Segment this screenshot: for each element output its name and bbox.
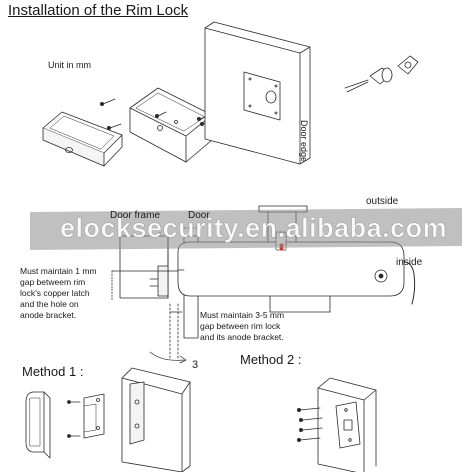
door-frame-label: Door frame (110, 210, 161, 221)
method2-frame-block (317, 377, 377, 472)
door-label: Door (188, 210, 210, 221)
inside-label: inside (396, 257, 423, 268)
copper-latch-gap-note: Must maintain 1 mm gap betweem rim lock'… (20, 266, 97, 320)
diagram-title: Installation of the Rim Lock (8, 2, 189, 19)
anode-gap-note: Must maintain 3-5 mm gap between rim loc… (200, 310, 285, 342)
watermark-band (30, 208, 462, 250)
door-edge-label: Door edge (299, 120, 309, 163)
door-panel (204, 21, 311, 165)
lock-cover-plate (42, 111, 123, 167)
method2-label: Method 2 : (240, 352, 302, 367)
dimension-3-label: 3 (192, 359, 199, 371)
lock-case-box (129, 87, 213, 163)
leader-lines (111, 270, 187, 364)
method2-strike-plate (335, 401, 361, 449)
lock-cylinder (344, 55, 419, 93)
unit-note: Unit in mm (48, 60, 92, 70)
method2-screws (296, 407, 323, 442)
inside-cable (403, 261, 416, 305)
lock-body-section (177, 241, 405, 313)
method1-door-block (121, 367, 191, 472)
method1-lock (25, 391, 51, 459)
method1-bracket (67, 393, 105, 439)
watermark-text: elocksecurity.en.alibaba.com (60, 213, 448, 244)
method1-label: Method 1 : (22, 364, 84, 379)
outside-label: outside (366, 196, 399, 207)
